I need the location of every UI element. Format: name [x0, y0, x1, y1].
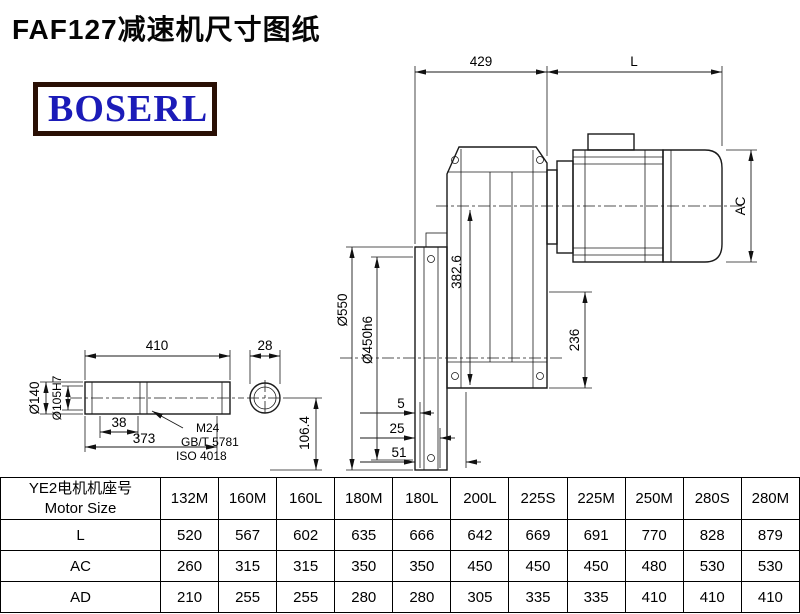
dim-L-label: L [630, 54, 638, 69]
thread-standard-label: GB/T 5781 [181, 435, 239, 449]
table-cell: 280 [334, 581, 394, 613]
output-flange [414, 232, 448, 471]
table-cell: 567 [218, 519, 278, 551]
table-cell: 260 [159, 550, 220, 582]
table-cell: 315 [276, 550, 336, 582]
boserl-logo: BOSERL [33, 82, 217, 136]
table-cell: 410 [740, 581, 800, 613]
dim-28-label: 28 [257, 338, 272, 353]
table-header-cell: 280M [740, 477, 800, 520]
dim-382-label: 382.6 [449, 255, 464, 289]
table-header-cell: 160L [276, 477, 336, 520]
dim-5-label: 5 [397, 396, 405, 411]
table-header-cell: 250M [624, 477, 684, 520]
table-cell: 305 [450, 581, 510, 613]
dim-ac: AC [726, 149, 757, 263]
dim-ac-label: AC [733, 196, 748, 215]
table-cell: 691 [566, 519, 626, 551]
table-cell: 210 [159, 581, 220, 613]
table-cell: 255 [276, 581, 336, 613]
boserl-logo-text: BOSERL [48, 88, 209, 130]
dim-236: 236 [549, 291, 592, 389]
dim-106-label: 106.4 [297, 416, 312, 450]
table-header-cell: 280S [682, 477, 742, 520]
table-cell: 642 [450, 519, 510, 551]
table-cell: 530 [740, 550, 800, 582]
table-cell: 602 [276, 519, 336, 551]
table-header-cell: 200L [450, 477, 510, 520]
gearbox-housing [446, 146, 548, 389]
centerlines [340, 205, 744, 359]
dim-5-25-51: 5 25 51 [360, 392, 481, 468]
table-row-label: AD [0, 581, 161, 613]
table-cell: 335 [508, 581, 568, 613]
table-cell: 255 [218, 581, 278, 613]
table-cell: 666 [392, 519, 452, 551]
table-row-label: AC [0, 550, 161, 582]
dim-d550-label: Ø550 [335, 293, 350, 326]
table-cell: 335 [566, 581, 626, 613]
table-cell: 635 [334, 519, 394, 551]
table-header-cell: 160M [218, 477, 278, 520]
dim-25-label: 25 [389, 421, 404, 436]
dim-flange-diameters: Ø550 Ø450h6 [335, 246, 413, 471]
table-header-cell: 180M [334, 477, 394, 520]
table-cell: 669 [508, 519, 568, 551]
dim-d450h6-label: Ø450h6 [360, 316, 375, 364]
dim-382: 382.6 [449, 210, 473, 385]
dim-38-label: 38 [111, 415, 126, 430]
dim-373-label: 373 [133, 431, 156, 446]
table-cell: 280 [392, 581, 452, 613]
table-header-cell: 132M [159, 477, 220, 520]
table-cell: 450 [450, 550, 510, 582]
page-title: FAF127减速机尺寸图纸 [12, 14, 321, 45]
table-cell: 410 [624, 581, 684, 613]
table-cell: 770 [624, 519, 684, 551]
table-header-cell: 225S [508, 477, 568, 520]
table-header-cell: 180L [392, 477, 452, 520]
dim-d105h7-label: Ø105H7 [50, 375, 64, 420]
table-row-label: L [0, 519, 161, 551]
dim-top: 429 L [414, 54, 723, 244]
dim-429-label: 429 [470, 54, 493, 69]
output-shaft-detail: 410 28 38 373 Ø140 Ø105H7 [27, 338, 322, 471]
reducer-dimension-drawing: 429 L AC Ø550 Ø450h6 382.6 [27, 54, 757, 471]
motor [546, 133, 723, 263]
table-cell: 350 [392, 550, 452, 582]
table-cell: 520 [159, 519, 220, 551]
dim-d140-label: Ø140 [27, 381, 42, 414]
table-cell: 828 [682, 519, 742, 551]
dim-410-label: 410 [146, 338, 169, 353]
table-cell: 480 [624, 550, 684, 582]
thread-iso-label: ISO 4018 [176, 449, 227, 463]
table-cell: 410 [682, 581, 742, 613]
table-cell: 450 [566, 550, 626, 582]
table-cell: 530 [682, 550, 742, 582]
dim-236-label: 236 [567, 329, 582, 352]
table-cell: 450 [508, 550, 568, 582]
table-header-cell: 225M [566, 477, 626, 520]
table-cell: 315 [218, 550, 278, 582]
table-cell: 350 [334, 550, 394, 582]
table-cell: 879 [740, 519, 800, 551]
dim-51-label: 51 [391, 445, 406, 460]
thread-spec-label: M24 [196, 421, 220, 435]
